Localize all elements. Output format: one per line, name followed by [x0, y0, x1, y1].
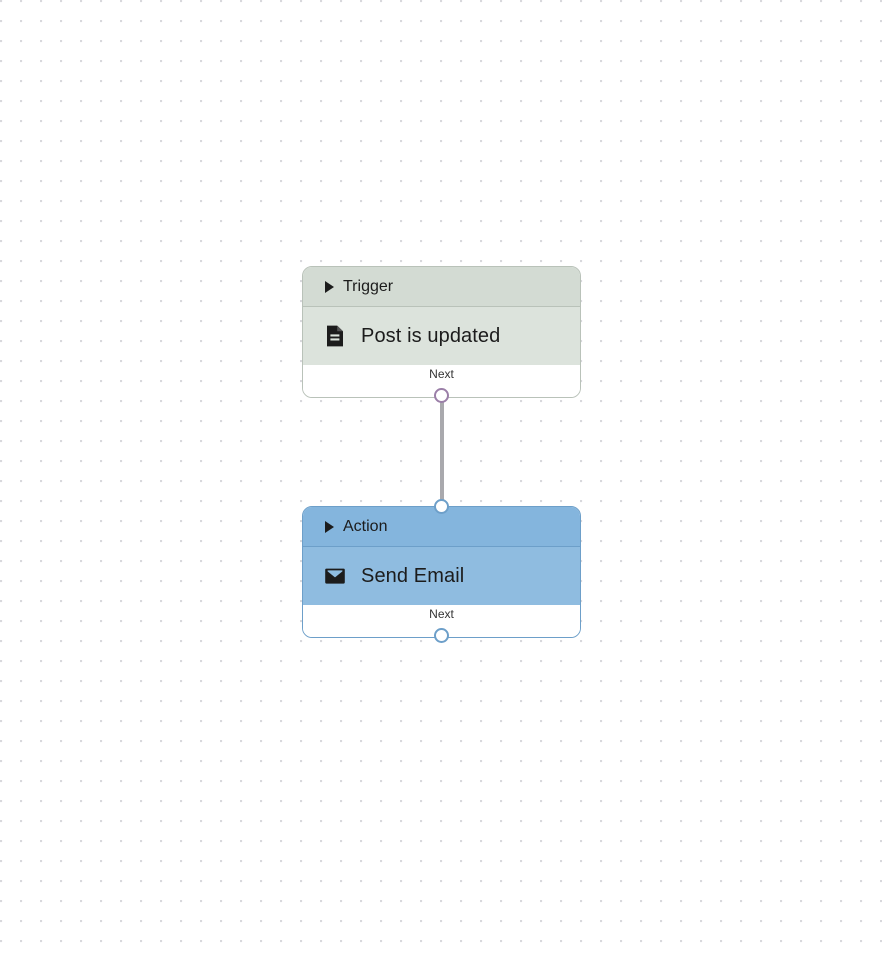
- action-body[interactable]: Send Email: [303, 547, 580, 605]
- workflow-node-trigger[interactable]: Trigger Post is updated Next: [302, 266, 581, 398]
- chevron-right-icon[interactable]: [325, 280, 334, 293]
- envelope-icon: [325, 568, 345, 584]
- action-input-port[interactable]: [434, 499, 449, 514]
- trigger-body-label: Post is updated: [361, 324, 501, 347]
- trigger-header-label: Trigger: [343, 277, 394, 295]
- trigger-next-label: Next: [429, 367, 454, 381]
- action-next-port[interactable]: [434, 628, 449, 643]
- chevron-right-icon[interactable]: [325, 520, 334, 533]
- trigger-next-port[interactable]: [434, 388, 449, 403]
- trigger-body[interactable]: Post is updated: [303, 307, 580, 365]
- workflow-node-action[interactable]: Action Send Email Next: [302, 506, 581, 638]
- action-body-label: Send Email: [361, 564, 465, 587]
- connector-trigger-to-action[interactable]: [440, 396, 444, 506]
- document-icon: [327, 325, 343, 347]
- action-header-label: Action: [343, 517, 388, 535]
- action-next-label: Next: [429, 607, 454, 621]
- trigger-header[interactable]: Trigger: [303, 267, 580, 307]
